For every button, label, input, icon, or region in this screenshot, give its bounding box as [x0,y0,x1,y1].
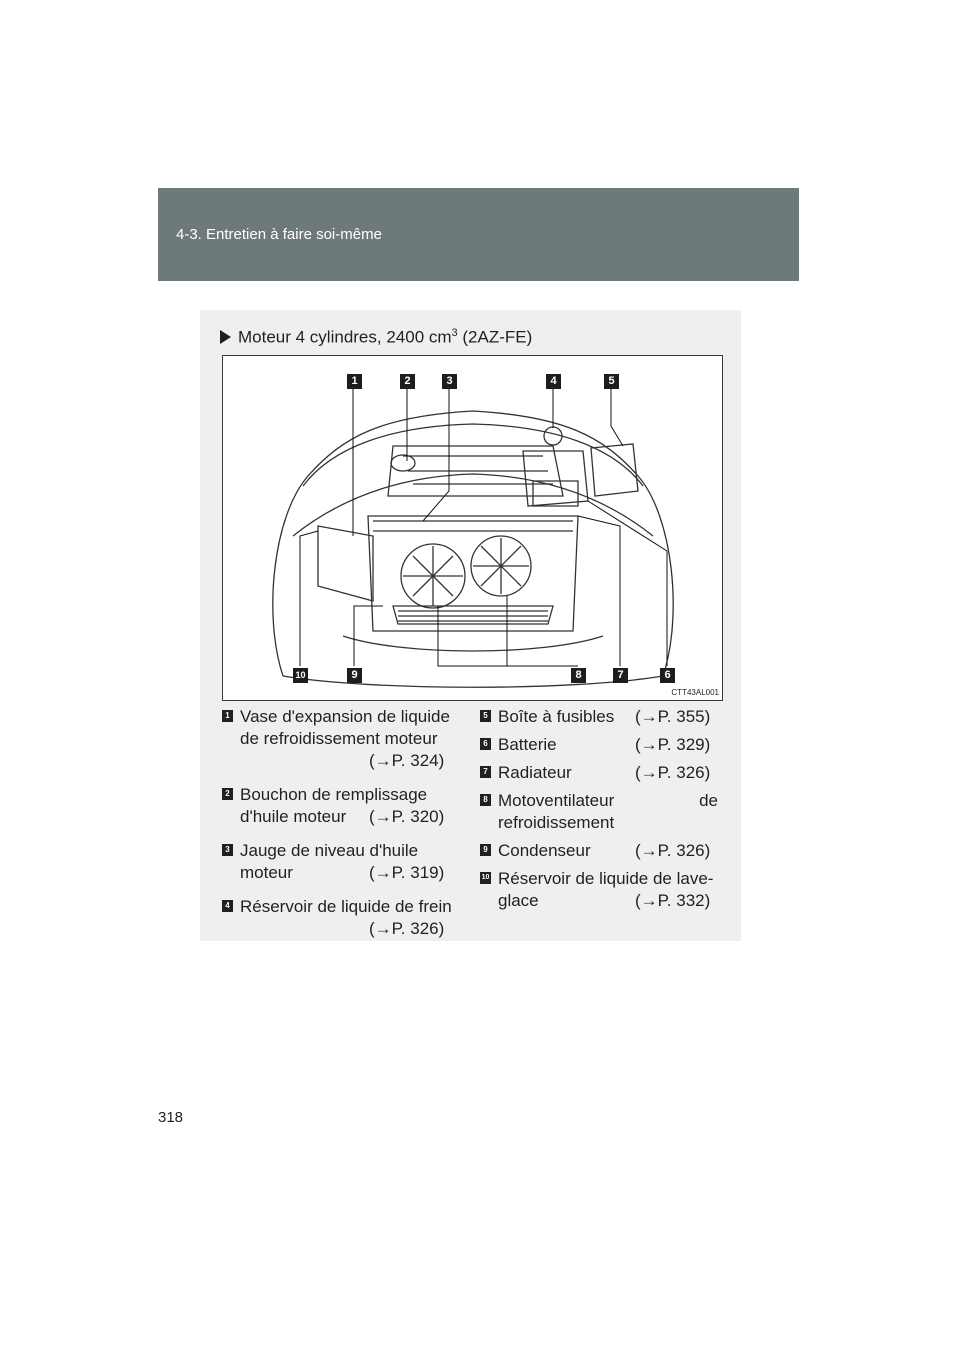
panel-heading: Moteur 4 cylindres, 2400 cm3 (2AZ-FE) [220,327,532,348]
legend-item-6: 6 Batterie (→P. 329) [480,734,720,756]
legend-page-ref: (→P. 324) [369,751,445,770]
callout-3: 3 [442,374,457,389]
legend-number: 7 [480,766,491,778]
legend-number: 2 [222,788,233,800]
heading-suffix: (2AZ-FE) [457,327,533,347]
legend-text: Vase d'expansion de liquide [240,707,450,726]
page-number: 318 [158,1109,184,1126]
legend-page-ref: (→P. 326) [635,841,711,860]
legend-item-8: 8 Motoventilateur de refroidissement [480,790,720,834]
callout-7: 7 [613,668,628,683]
section-header-bar: 4-3. Entretien à faire soi-même [158,188,799,281]
callout-1: 1 [347,374,362,389]
legend-number: 6 [480,738,491,750]
legend-page-ref: (→P. 355) [635,707,711,726]
legend-text: d'huile moteur [240,807,347,826]
legend-text: Réservoir de liquide de lave- [498,869,714,888]
legend-item-4: 4 Réservoir de liquide de frein (→P. 326… [222,896,462,940]
legend-number: 10 [480,872,491,884]
legend-page-ref: (→P. 320) [369,807,445,826]
legend-text: Motoventilateur de [498,791,718,810]
legend-item-5: 5 Boîte à fusibles (→P. 355) [480,706,720,728]
legend-text: Condenseur [498,841,591,860]
legend-number: 5 [480,710,491,722]
callout-6: 6 [660,668,675,683]
engine-illustration: 1 2 3 4 5 6 7 8 9 10 CTT43AL001 [222,355,723,701]
legend-item-3: 3 Jauge de niveau d'huile moteur (→P. 31… [222,840,462,884]
legend-item-10: 10 Réservoir de liquide de lave- glace (… [480,868,720,912]
legend-item-1: 1 Vase d'expansion de liquide de refroid… [222,706,462,772]
callout-5: 5 [604,374,619,389]
legend-text: refroidissement [498,813,615,832]
legend-text: Boîte à fusibles [498,707,615,726]
legend-text: Jauge de niveau d'huile [240,841,419,860]
legend-page-ref: (→P. 326) [369,919,445,938]
figure-code: CTT43AL001 [671,688,719,697]
legend-text: de refroidissement moteur [240,729,438,748]
legend-text: Radiateur [498,763,572,782]
legend-number: 8 [480,794,491,806]
legend-text: Batterie [498,735,557,754]
legend-number: 4 [222,900,233,912]
engine-drawing [272,389,674,688]
callout-10: 10 [293,668,308,683]
legend-number: 3 [222,844,233,856]
legend-number: 9 [480,844,491,856]
legend-number: 1 [222,710,233,722]
section-title: 4-3. Entretien à faire soi-même [176,226,382,243]
callout-4: 4 [546,374,561,389]
callout-9: 9 [347,668,362,683]
callout-2: 2 [400,374,415,389]
legend-page-ref: (→P. 332) [635,891,711,910]
legend-item-7: 7 Radiateur (→P. 326) [480,762,720,784]
legend-page-ref: (→P. 319) [369,863,445,882]
heading-superscript: 3 [451,327,458,339]
engine-compartment-panel: Moteur 4 cylindres, 2400 cm3 (2AZ-FE) [200,310,741,941]
legend-text: Bouchon de remplissage [240,785,428,804]
heading-text: Moteur 4 cylindres, 2400 cm [238,327,452,347]
legend-text: moteur [240,863,293,882]
legend-page-ref: (→P. 329) [635,735,711,754]
legend-page-ref: (→P. 326) [635,763,711,782]
legend-text: glace [498,891,539,910]
legend-text: Réservoir de liquide de frein [240,897,452,916]
legend-item-2: 2 Bouchon de remplissage d'huile moteur … [222,784,462,828]
callout-8: 8 [571,668,586,683]
legend-item-9: 9 Condenseur (→P. 326) [480,840,720,862]
triangle-bullet-icon [220,329,231,344]
